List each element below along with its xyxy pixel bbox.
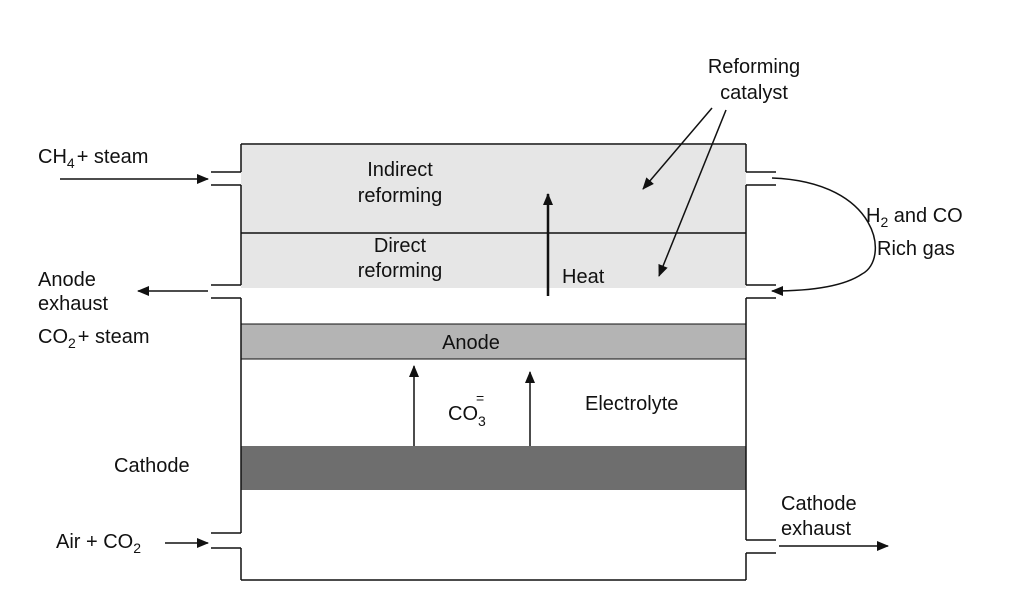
co2-steam-label: CO2+ steam bbox=[38, 326, 150, 351]
catalyst-pointer-direct bbox=[658, 109, 727, 277]
direct-reforming-label-line2: reforming bbox=[358, 260, 442, 282]
cathode-exhaust-label-line1: Cathode bbox=[781, 493, 857, 515]
anode-exhaust-label-line1: Anode bbox=[38, 269, 96, 291]
carbonate-ion-label: CO3 bbox=[448, 403, 486, 429]
cathode-exhaust-label-line2: exhaust bbox=[781, 518, 851, 540]
recirculation-loop-arrow bbox=[771, 177, 876, 296]
h2-co-label: H2 and CO bbox=[866, 205, 963, 230]
cathode-layer bbox=[241, 446, 746, 490]
direct-reforming-zone bbox=[241, 233, 746, 288]
anode-label: Anode bbox=[442, 332, 500, 354]
cathode-label: Cathode bbox=[114, 455, 190, 477]
electrolyte-label: Electrolyte bbox=[585, 393, 678, 415]
catalyst-pointer-indirect bbox=[642, 107, 713, 190]
rich-gas-label: Rich gas bbox=[877, 238, 955, 260]
vessel-outline bbox=[211, 143, 776, 581]
ch4-steam-label: CH4+ steam bbox=[38, 146, 148, 171]
heat-label: Heat bbox=[562, 266, 605, 288]
indirect-reforming-label-line2: reforming bbox=[358, 185, 442, 207]
reforming-catalyst-label-line1: Reforming bbox=[708, 56, 800, 78]
indirect-reforming-label-line1: Indirect bbox=[367, 159, 433, 181]
reforming-catalyst-label-line2: catalyst bbox=[720, 82, 788, 104]
air-co2-label: Air + CO2 bbox=[56, 531, 141, 556]
anode-exhaust-label-line2: exhaust bbox=[38, 293, 108, 315]
direct-reforming-label-line1: Direct bbox=[374, 235, 427, 257]
carbonate-charge-label: = bbox=[476, 390, 484, 406]
indirect-reforming-zone bbox=[241, 145, 746, 233]
